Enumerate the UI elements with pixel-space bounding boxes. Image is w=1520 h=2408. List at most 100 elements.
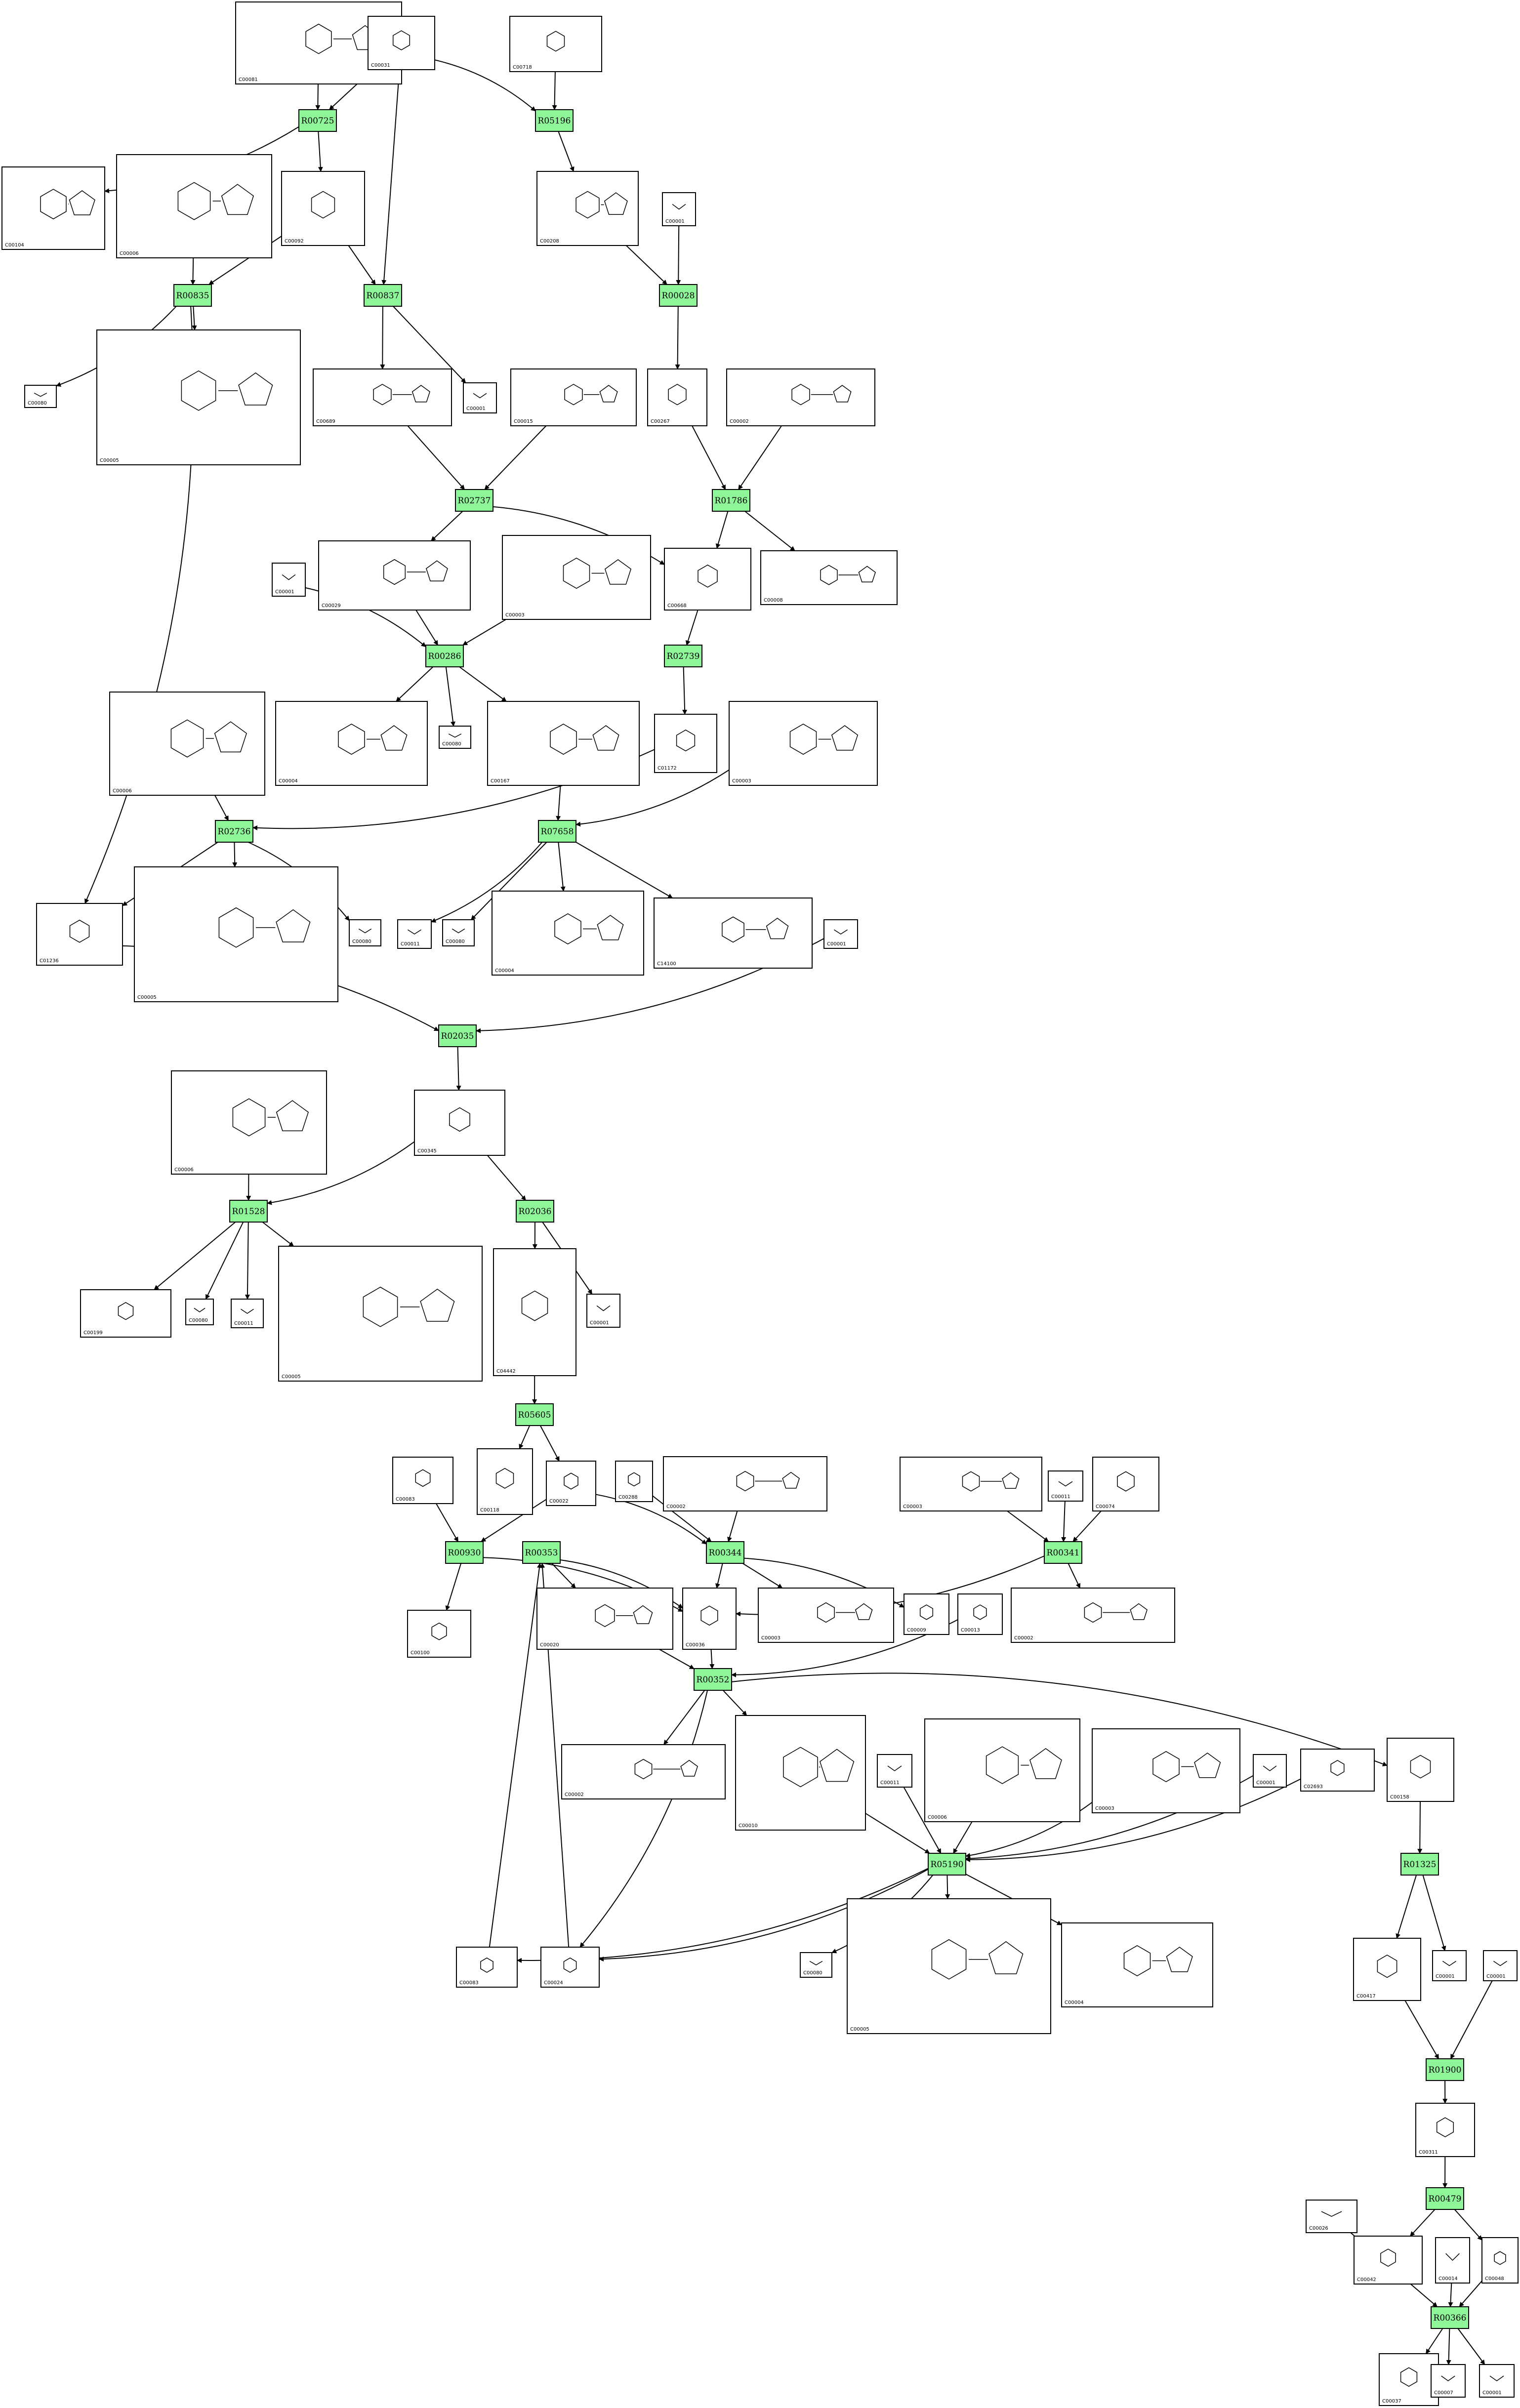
reaction-R02737[interactable]: R02737 [455,489,493,512]
compound-c00005a[interactable]: C00005 [96,329,301,465]
compound-c00081a[interactable]: C00081 [235,1,402,84]
compound-c00004a[interactable]: C00004 [275,701,428,786]
compound-c00024a[interactable]: C00024 [540,1947,600,1988]
compound-c00008a[interactable]: C00008 [760,550,898,605]
compound-c02693a[interactable]: C02693 [1300,1749,1375,1792]
reaction-R01528[interactable]: R01528 [229,1200,268,1223]
compound-c00001h[interactable]: C00001 [1483,1950,1518,1981]
compound-c00311a[interactable]: C00311 [1415,2103,1475,2157]
compound-c00001c[interactable]: C00001 [272,563,306,597]
compound-c00002d[interactable]: C00002 [561,1744,726,1799]
compound-c14100a[interactable]: C14100 [654,898,813,969]
compound-c00009a[interactable]: C00009 [904,1593,949,1635]
compound-c00020a[interactable]: C00020 [536,1588,673,1650]
compound-c00001d[interactable]: C00001 [823,919,858,949]
compound-c00042a[interactable]: C00042 [1354,2236,1423,2285]
compound-c04442a[interactable]: C04442 [493,1248,576,1376]
compound-c00013a[interactable]: C00013 [957,1593,1003,1635]
reaction-R00479[interactable]: R00479 [1426,2187,1464,2210]
compound-c00083a[interactable]: C00083 [392,1457,453,1504]
reaction-R05190[interactable]: R05190 [928,1853,966,1876]
reaction-R02736[interactable]: R02736 [215,820,253,843]
compound-c00092a[interactable]: C00092 [281,171,365,246]
compound-c00011d[interactable]: C00011 [877,1754,912,1788]
compound-c00668a[interactable]: C00668 [664,548,751,611]
compound-c00104a[interactable]: C00104 [1,166,105,250]
compound-c00001g[interactable]: C00001 [1432,1950,1467,1981]
reaction-R05605[interactable]: R05605 [515,1403,554,1426]
compound-c00267a[interactable]: C00267 [647,368,707,426]
reaction-R00725[interactable]: R00725 [298,109,337,132]
compound-c00118a[interactable]: C00118 [477,1448,533,1515]
compound-c00199a[interactable]: C00199 [80,1289,171,1338]
compound-c00026a[interactable]: C00026 [1306,2200,1357,2233]
compound-c00003b[interactable]: C00003 [729,701,878,786]
compound-c00718a[interactable]: C00718 [509,16,602,72]
reaction-R00353[interactable]: R00353 [522,1541,561,1564]
compound-c00004c[interactable]: C00004 [1061,1922,1213,2007]
compound-c00037a[interactable]: C00037 [1379,2353,1439,2406]
reaction-R07658[interactable]: R07658 [538,820,576,843]
compound-c00083b[interactable]: C00083 [456,1947,518,1988]
compound-c00689a[interactable]: C00689 [313,368,452,426]
compound-c00015a[interactable]: C00015 [510,368,637,426]
reaction-R00286[interactable]: R00286 [425,645,464,667]
compound-c00080f[interactable]: C00080 [800,1952,832,1978]
compound-c00003e[interactable]: C00003 [1092,1728,1240,1813]
compound-c00001f[interactable]: C00001 [1253,1754,1287,1788]
compound-c00003a[interactable]: C00003 [502,535,651,620]
compound-c00006d[interactable]: C00006 [924,1718,1080,1822]
compound-c00031a[interactable]: C00031 [368,16,435,70]
compound-c00007a[interactable]: C00007 [1431,2364,1466,2398]
compound-c00080b[interactable]: C00080 [439,726,471,749]
reaction-R02035[interactable]: R02035 [438,1024,477,1047]
compound-c00002b[interactable]: C00002 [663,1456,827,1511]
reaction-R00344[interactable]: R00344 [706,1541,744,1564]
reaction-R00028[interactable]: R00028 [659,284,698,307]
compound-c00006a[interactable]: C00006 [116,154,272,258]
compound-c00080c[interactable]: C00080 [349,919,381,946]
compound-c00003d[interactable]: C00003 [758,1588,894,1643]
compound-c00006c[interactable]: C00006 [171,1070,327,1175]
compound-c00005b[interactable]: C00005 [134,866,338,1002]
compound-c01236a[interactable]: C01236 [36,903,123,966]
reaction-R01900[interactable]: R01900 [1426,2058,1464,2081]
compound-c00158a[interactable]: C00158 [1387,1738,1454,1802]
reaction-R00930[interactable]: R00930 [445,1541,484,1564]
compound-c00029a[interactable]: C00029 [318,540,471,611]
reaction-R02739[interactable]: R02739 [664,645,702,667]
reaction-R00837[interactable]: R00837 [364,284,402,307]
compound-c00002c[interactable]: C00002 [1011,1588,1175,1643]
compound-c00417a[interactable]: C00417 [1353,1938,1421,2001]
compound-c00100a[interactable]: C00100 [407,1610,471,1658]
reaction-R00366[interactable]: R00366 [1431,2306,1469,2329]
compound-c00036a[interactable]: C00036 [682,1588,737,1650]
compound-c00005c[interactable]: C00005 [278,1246,483,1382]
reaction-R05196[interactable]: R05196 [535,109,574,132]
compound-c00006b[interactable]: C00006 [109,692,265,796]
compound-c00003c[interactable]: C00003 [900,1457,1042,1511]
reaction-R00341[interactable]: R00341 [1044,1541,1082,1564]
compound-c00074a[interactable]: C00074 [1092,1457,1159,1511]
compound-c00011c[interactable]: C00011 [1048,1470,1083,1502]
compound-c00167a[interactable]: C00167 [487,701,640,786]
reaction-R01786[interactable]: R01786 [712,489,750,512]
reaction-R01325[interactable]: R01325 [1400,1853,1439,1876]
reaction-R00352[interactable]: R00352 [694,1668,732,1691]
compound-c00288a[interactable]: C00288 [615,1461,653,1502]
compound-c00004b[interactable]: C00004 [492,891,644,976]
compound-c00001i[interactable]: C00001 [1479,2364,1515,2398]
compound-c00048a[interactable]: C00048 [1481,2237,1519,2284]
compound-c00208a[interactable]: C00208 [536,171,639,246]
compound-c00080d[interactable]: C00080 [442,919,475,946]
compound-c00011a[interactable]: C00011 [397,919,432,949]
compound-c00011b[interactable]: C00011 [231,1299,264,1328]
compound-c00010a[interactable]: C00010 [735,1715,866,1831]
compound-c00005d[interactable]: C00005 [847,1898,1051,2034]
compound-c00001e[interactable]: C00001 [586,1294,620,1328]
compound-c00014a[interactable]: C00014 [1435,2237,1470,2284]
compound-c00345a[interactable]: C00345 [414,1090,505,1156]
compound-c00001b[interactable]: C00001 [463,382,497,413]
compound-c00001a[interactable]: C00001 [662,192,696,226]
compound-c00080a[interactable]: C00080 [24,385,57,408]
